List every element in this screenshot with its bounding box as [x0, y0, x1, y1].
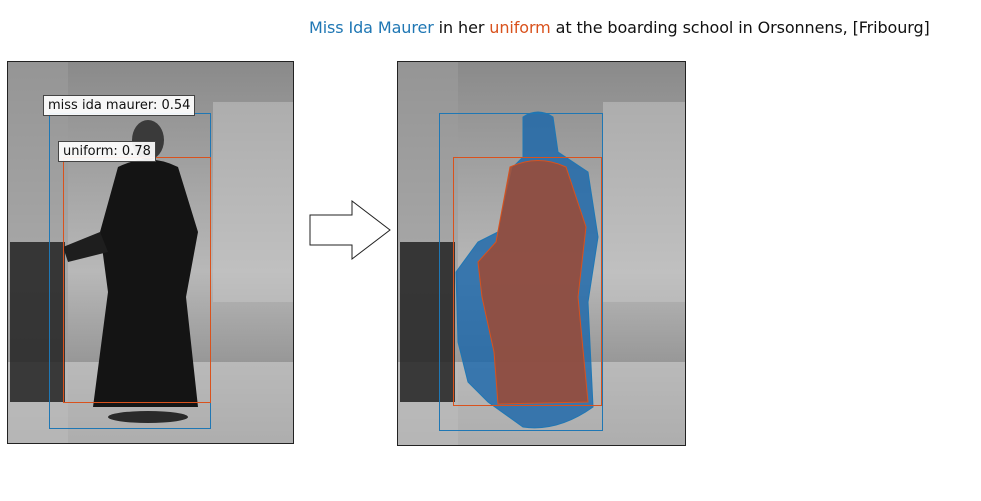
label-ida-maurer: miss ida maurer: 0.54	[43, 95, 196, 116]
caption-text-in-her: in her	[433, 18, 490, 37]
grounding-caption: Miss Ida Maurer in her uniform at the bo…	[309, 18, 930, 37]
segmentation-panel	[397, 61, 686, 446]
detection-panel: miss ida maurer: 0.54 uniform: 0.78	[7, 61, 294, 444]
bbox-uniform	[63, 157, 211, 403]
caption-entity-uniform: uniform	[489, 18, 551, 37]
bbox-ida-maurer-right	[439, 113, 603, 431]
photo-right	[398, 62, 685, 445]
caption-text-rest: at the boarding school in Orsonnens, [Fr…	[550, 18, 930, 37]
mask-uniform	[477, 160, 589, 405]
arrow-right-icon	[309, 200, 391, 261]
caption-entity-ida-maurer: Miss Ida Maurer	[309, 18, 434, 37]
label-uniform: uniform: 0.78	[58, 141, 156, 162]
photo-left	[8, 62, 293, 443]
bbox-uniform-right	[453, 157, 602, 406]
